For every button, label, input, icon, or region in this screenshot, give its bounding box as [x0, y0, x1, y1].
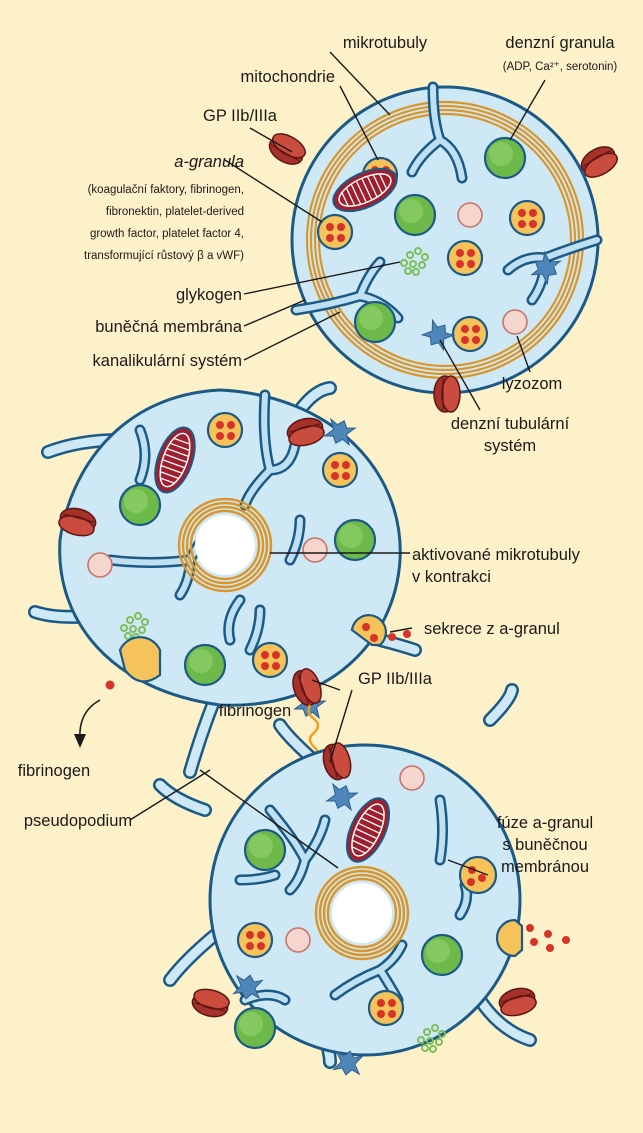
resting-platelet: [292, 87, 598, 393]
label-fibrinogen-bridge: fibrinogen: [219, 702, 291, 720]
gp-receptor: [434, 376, 460, 412]
label-mitochondrie: mitochondrie: [241, 68, 335, 86]
label-denzni-granula: denzní granula: [505, 34, 615, 52]
label-bunecna-membrana: buněčná membrána: [95, 318, 243, 336]
alpha-granula-desc-2: fibronektin, platelet-derived: [106, 206, 244, 218]
label-mikrotubuly: mikrotubuly: [343, 34, 428, 52]
label-aktivovane-mikrotubuly-1: aktivované mikrotubuly: [412, 546, 581, 564]
label-kanalikularni-system: kanalikulární systém: [93, 352, 242, 370]
label-fuze-2: s buněčnou: [502, 836, 587, 854]
label-gp-iib-iiia-top: GP IIb/IIIa: [203, 107, 278, 125]
label-glykogen: glykogen: [176, 286, 242, 304]
label-lyzozom: lyzozom: [502, 375, 563, 393]
label-aktivovane-mikrotubuly-2: v kontrakci: [412, 568, 491, 586]
label-fuze-3: membránou: [501, 858, 589, 876]
alpha-granula-desc-4: transformující růstový β a vWF): [84, 250, 244, 262]
label-fuze-1: fúze a-granul: [497, 814, 593, 832]
denzni-granula-desc: (ADP, Ca²⁺, serotonin): [503, 61, 618, 73]
label-sekrece: sekrece z a-granul: [424, 620, 560, 638]
label-fibrinogen-free: fibrinogen: [18, 762, 90, 780]
label-denzni-tubularni-2: systém: [484, 437, 536, 455]
alpha-granula-desc-1: (koagulační faktory, fibrinogen,: [88, 184, 244, 196]
label-denzni-tubularni-1: denzní tubulární: [451, 415, 570, 433]
label-gp-iib-iiia-mid: GP IIb/IIIa: [358, 670, 433, 688]
label-alpha-granula: a-granula: [174, 153, 244, 171]
label-pseudopodium: pseudopodium: [24, 812, 132, 830]
alpha-granula-desc-3: growth factor, platelet factor 4,: [90, 228, 244, 240]
